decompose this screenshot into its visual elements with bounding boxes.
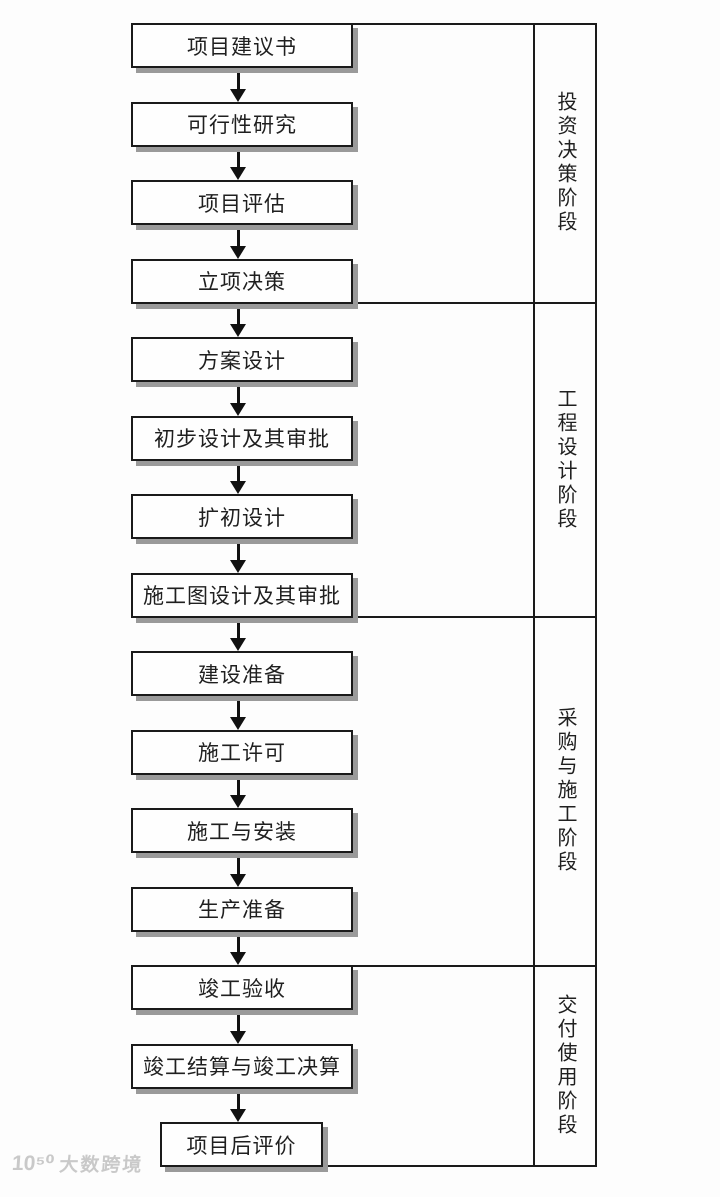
connector-line (351, 965, 535, 967)
arrow-shaft (236, 696, 240, 718)
flow-step-label: 生产准备 (198, 898, 286, 922)
flow-step-box: 竣工结算与竣工决算 (131, 1043, 353, 1089)
watermark-text: 大数跨境 (58, 1155, 145, 1176)
down-arrow-icon (229, 617, 247, 651)
down-arrow-icon (229, 382, 247, 416)
arrow-head (229, 559, 246, 573)
arrow-head (229, 795, 246, 808)
flow-step-box: 方案设计 (131, 337, 353, 382)
flow-step-label: 竣工验收 (198, 976, 286, 1001)
flow-step-label: 建设准备 (198, 662, 286, 687)
flow-step-box: 立项决策 (131, 258, 353, 304)
arrow-head (229, 952, 246, 965)
flow-step-label: 竣工结算与竣工决算 (143, 1055, 341, 1079)
flow-step-box: 生产准备 (131, 886, 353, 932)
down-arrow-icon (229, 1088, 247, 1122)
down-arrow-icon (229, 539, 247, 573)
phase-cell-2: 工程设计阶段 (533, 301, 597, 618)
phase-cell-4: 交付使用阶段 (533, 965, 597, 1167)
arrow-shaft (236, 853, 240, 875)
connector-line (321, 1165, 535, 1167)
flow-step-label: 施工与安装 (187, 819, 297, 844)
phase-label: 投资决策阶段 (554, 91, 576, 236)
flow-step-box: 可行性研究 (131, 101, 353, 147)
arrow-head (229, 873, 246, 887)
arrow-shaft (236, 225, 240, 247)
arrow-head (229, 324, 246, 337)
flow-step-box: 施工与安装 (131, 808, 353, 853)
arrow-head (229, 88, 246, 102)
flow-step-label: 立项决策 (198, 270, 286, 294)
down-arrow-icon (229, 774, 247, 808)
flow-step-label: 项目评估 (198, 191, 286, 216)
flow-step-box: 初步设计及其审批 (131, 415, 353, 461)
down-arrow-icon (229, 696, 247, 730)
phase-label: 交付使用阶段 (554, 994, 576, 1138)
down-arrow-icon (229, 1010, 247, 1044)
flow-step-label: 扩初设计 (198, 505, 286, 530)
flow-step-box: 项目建议书 (131, 23, 353, 68)
arrow-head (229, 1109, 246, 1122)
flow-step-label: 方案设计 (198, 348, 286, 373)
flow-step-label: 施工许可 (198, 741, 286, 765)
arrow-shaft (236, 931, 240, 953)
down-arrow-icon (229, 853, 247, 887)
arrow-shaft (236, 1088, 240, 1110)
watermark-logo-icon: 10⁵⁰ (11, 1152, 56, 1175)
arrow-shaft (236, 382, 240, 404)
connector-line (351, 301, 535, 304)
flow-step-label: 施工图设计及其审批 (143, 584, 341, 608)
arrow-shaft (236, 146, 240, 168)
down-arrow-icon (229, 931, 247, 965)
connector-line (351, 615, 535, 618)
watermark: 10⁵⁰ 大数跨境 (11, 1150, 144, 1177)
arrow-shaft (236, 539, 240, 561)
phase-label: 采购与施工阶段 (554, 707, 576, 876)
flow-step-box: 扩初设计 (131, 494, 353, 539)
arrow-shaft (236, 303, 240, 325)
flow-step-box: 建设准备 (131, 651, 353, 696)
arrow-head (229, 245, 246, 259)
arrow-head (229, 481, 246, 494)
arrow-head (229, 716, 246, 730)
phase-label: 工程设计阶段 (554, 387, 576, 532)
connector-line (351, 23, 535, 25)
flow-step-box: 施工许可 (131, 729, 353, 775)
flow-step-box: 项目后评价 (160, 1122, 323, 1167)
flow-step-label: 项目建议书 (187, 34, 297, 59)
flow-step-label: 初步设计及其审批 (154, 427, 330, 451)
arrow-shaft (236, 68, 240, 90)
arrow-shaft (236, 774, 240, 796)
arrow-head (229, 1030, 246, 1044)
phase-cell-1: 投资决策阶段 (533, 23, 597, 304)
flow-step-box: 竣工验收 (131, 965, 353, 1010)
flow-step-label: 项目后评价 (186, 1133, 297, 1158)
phase-cell-3: 采购与施工阶段 (533, 615, 597, 967)
flow-step-box: 施工图设计及其审批 (131, 572, 353, 618)
arrow-shaft (236, 1010, 240, 1032)
arrow-head (229, 167, 246, 180)
down-arrow-icon (229, 303, 247, 337)
arrow-shaft (236, 617, 240, 639)
arrow-shaft (236, 460, 240, 482)
down-arrow-icon (229, 146, 247, 180)
arrow-head (229, 638, 246, 651)
flow-step-label: 可行性研究 (187, 113, 297, 137)
down-arrow-icon (229, 68, 247, 102)
down-arrow-icon (229, 460, 247, 494)
arrow-head (229, 402, 246, 416)
down-arrow-icon (229, 225, 247, 259)
flow-step-box: 项目评估 (131, 180, 353, 225)
